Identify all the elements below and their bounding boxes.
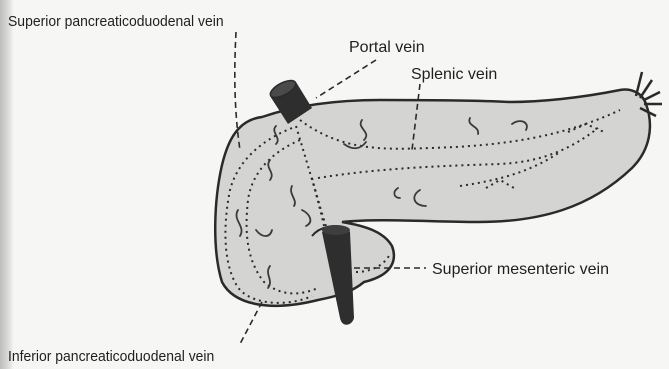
leader-portal (316, 60, 376, 98)
label-superior-pancreaticoduodenal-vein: Superior pancreaticoduodenal vein (8, 14, 224, 29)
label-splenic-vein: Splenic vein (411, 67, 497, 83)
label-inferior-pancreaticoduodenal-vein: Inferior pancreaticoduodenal vein (8, 349, 214, 364)
label-superior-mesenteric-vein: Superior mesenteric vein (432, 262, 609, 278)
label-portal-vein: Portal vein (349, 40, 425, 56)
leader-inferior-pd (240, 302, 262, 344)
